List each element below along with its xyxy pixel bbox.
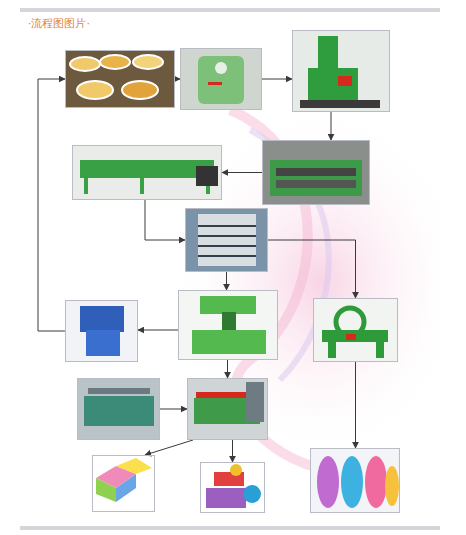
photo-box <box>92 455 155 512</box>
flow-arrow <box>268 240 356 298</box>
flow-arrow <box>262 79 292 80</box>
photo-box <box>180 48 262 110</box>
flow-arrow <box>38 79 65 331</box>
flow-arrow <box>145 200 185 240</box>
photo-box <box>262 140 370 205</box>
flow-arrow <box>355 362 356 448</box>
flow-arrow <box>160 409 187 410</box>
photo-box <box>187 378 268 440</box>
photo-box <box>65 300 138 362</box>
flow-arrow <box>138 330 178 331</box>
photo-box <box>313 298 398 362</box>
photo-box <box>72 145 222 200</box>
diagram-title: ·流程图图片· <box>28 16 90 31</box>
flow-arrow <box>222 172 262 173</box>
photo-box <box>178 290 278 360</box>
photo-box <box>310 448 400 513</box>
photo-box <box>65 50 175 108</box>
flow-arrow <box>226 272 227 290</box>
flow-arrow <box>145 440 193 455</box>
flow-arrow <box>227 360 228 378</box>
photo-box <box>200 462 265 513</box>
photo-box <box>292 30 390 112</box>
photo-box <box>77 378 160 440</box>
photo-box <box>185 208 268 272</box>
flow-arrow <box>331 112 332 140</box>
flow-arrow <box>232 440 233 462</box>
